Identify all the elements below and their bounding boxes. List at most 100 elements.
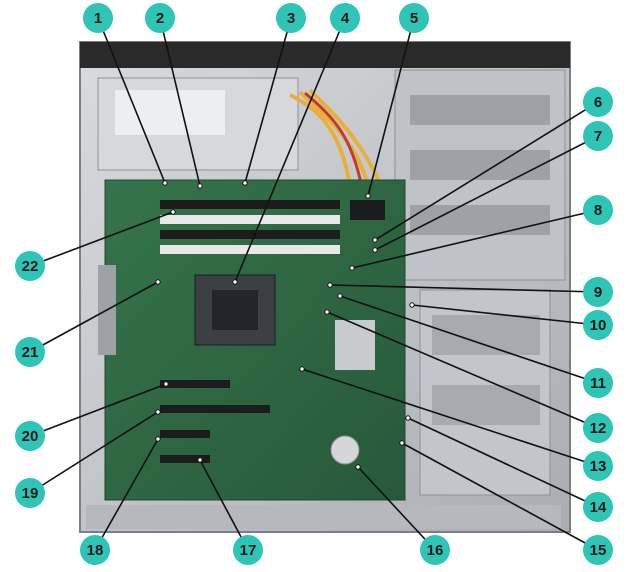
dimm-slot-1	[160, 200, 340, 209]
callout-number-20: 20	[22, 428, 39, 445]
callout-11: 11	[583, 368, 613, 398]
leader-endpoint-12	[324, 309, 330, 315]
leader-lines	[29, 17, 599, 551]
callout-1: 1	[83, 3, 113, 33]
callout-number-18: 18	[87, 542, 104, 559]
callout-circle-5	[399, 3, 429, 33]
chassis	[79, 41, 571, 533]
power-connector	[350, 200, 385, 220]
callout-number-5: 5	[410, 10, 418, 27]
leader-endpoint-17	[197, 457, 203, 463]
leader-endpoint-22	[170, 209, 176, 215]
leader-line-21	[29, 281, 159, 353]
leader-line-18	[94, 438, 159, 551]
leader-line-10	[411, 304, 599, 326]
callout-number-6: 6	[594, 94, 602, 111]
callout-6: 6	[583, 87, 613, 117]
leader-line-14	[407, 417, 599, 508]
leader-endpoint-21	[155, 279, 161, 285]
callout-number-19: 19	[22, 485, 39, 502]
callout-21: 21	[15, 337, 45, 367]
callout-circle-14	[583, 492, 613, 522]
callout-10: 10	[583, 310, 613, 340]
callout-circle-2	[145, 3, 175, 33]
callout-circle-16	[420, 535, 450, 565]
chassis-top-edge	[80, 42, 570, 68]
callout-circle-11	[583, 368, 613, 398]
callout-number-4: 4	[341, 10, 350, 27]
callout-number-9: 9	[594, 284, 602, 301]
leader-line-5	[367, 17, 415, 197]
callout-4: 4	[330, 3, 360, 33]
leader-line-19	[29, 411, 159, 494]
leader-line-17	[199, 459, 249, 551]
leader-endpoint-19	[155, 409, 161, 415]
callout-13: 13	[583, 451, 613, 481]
leader-endpoint-15	[399, 440, 405, 446]
callout-22: 22	[15, 251, 45, 281]
callout-number-12: 12	[590, 420, 607, 437]
leader-endpoint-6	[372, 237, 378, 243]
callout-number-3: 3	[287, 10, 295, 27]
motherboard	[98, 179, 406, 501]
leader-line-3	[244, 17, 292, 184]
callout-3: 3	[276, 3, 306, 33]
callout-number-10: 10	[590, 317, 607, 334]
leader-line-4	[234, 17, 346, 283]
callout-circle-17	[233, 535, 263, 565]
leader-endpoint-18	[155, 436, 161, 442]
leader-line-15	[401, 442, 599, 551]
drive-bay-slot-4	[432, 315, 540, 355]
leader-line-22	[29, 211, 174, 267]
callout-circle-22	[15, 251, 45, 281]
callout-circle-21	[15, 337, 45, 367]
leader-line-9	[329, 284, 599, 293]
callout-19: 19	[15, 478, 45, 508]
power-supply-label	[115, 90, 225, 135]
cpu-socket-cover	[212, 290, 258, 330]
leader-endpoint-5	[365, 193, 371, 199]
pcie-slot-1	[160, 380, 230, 388]
dimm-slot-2	[160, 215, 340, 224]
pcie-slot-4	[160, 455, 210, 463]
pcie-slot-2	[160, 405, 270, 413]
leader-line-20	[29, 383, 167, 437]
callout-9: 9	[583, 277, 613, 307]
callout-number-15: 15	[590, 542, 607, 559]
leader-endpoint-4	[232, 279, 238, 285]
callout-circle-3	[276, 3, 306, 33]
callout-circle-4	[330, 3, 360, 33]
leader-endpoint-10	[409, 302, 415, 308]
callout-number-2: 2	[156, 10, 164, 27]
callout-number-16: 16	[427, 542, 444, 559]
callout-circle-12	[583, 413, 613, 443]
callout-18: 18	[80, 535, 110, 565]
callout-circle-15	[583, 535, 613, 565]
leader-line-16	[357, 466, 436, 551]
callout-number-7: 7	[594, 128, 602, 145]
leader-endpoint-20	[163, 381, 169, 387]
callout-circle-19	[15, 478, 45, 508]
leader-endpoint-7	[372, 247, 378, 253]
power-cable-red	[304, 91, 364, 189]
callout-number-21: 21	[22, 344, 39, 361]
leader-line-6	[374, 101, 599, 241]
leader-endpoint-13	[299, 366, 305, 372]
pcie-slot-3	[160, 430, 210, 438]
leader-endpoint-3	[242, 180, 248, 186]
callout-14: 14	[583, 492, 613, 522]
leader-endpoint-14	[405, 415, 411, 421]
leader-line-7	[374, 135, 599, 251]
leader-line-13	[301, 368, 599, 467]
callout-15: 15	[583, 535, 613, 565]
callout-circle-8	[583, 195, 613, 225]
leader-endpoint-16	[355, 464, 361, 470]
leader-line-11	[339, 295, 599, 384]
callout-number-17: 17	[240, 542, 257, 559]
drive-bay-slot-5	[432, 385, 540, 425]
leader-line-2	[159, 17, 201, 187]
leader-endpoint-2	[197, 183, 203, 189]
dimm-slot-4	[160, 245, 340, 254]
drive-bay-slot-3	[410, 205, 550, 235]
